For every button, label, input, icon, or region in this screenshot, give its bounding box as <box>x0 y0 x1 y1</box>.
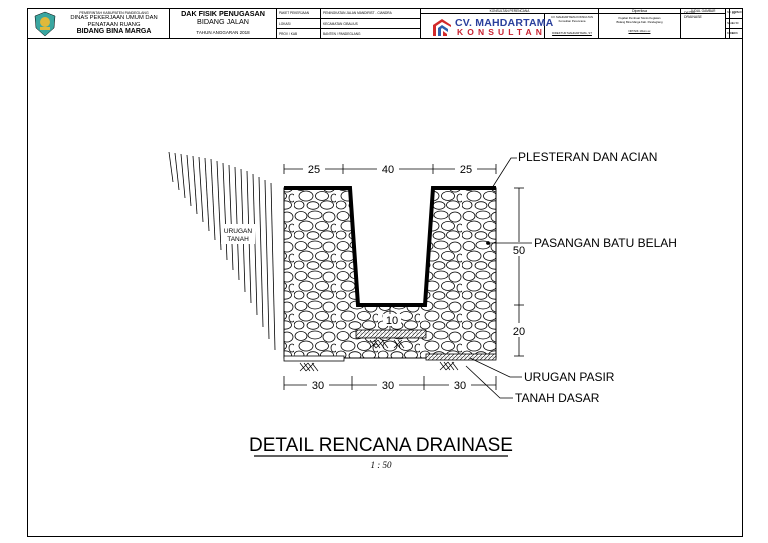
scale-value: 1 : 50 <box>732 22 739 25</box>
paket-value: PENINGKATAN JALAN MANDIRIST - CIANDRA <box>321 8 420 19</box>
dim-top-mid: 40 <box>382 164 394 176</box>
consultant-sign-sub: Konsultan Perencana <box>558 19 586 23</box>
prov-label: PROV / KAB <box>279 32 298 36</box>
label-sand-fill: URUGAN PASIR <box>524 370 615 384</box>
consultant-name-2: KONSULTAN <box>457 27 546 37</box>
title-block: PEMERINTAH KABUPATEN PANDEGLANG DINAS PE… <box>27 8 743 39</box>
sand-bed-center <box>355 329 427 339</box>
scale-label: SKALA <box>727 22 735 25</box>
consultant-name-1: CV. MAHDARTAMA <box>455 17 554 29</box>
sheet-no-value: 12 <box>732 11 736 15</box>
approved-name: NIP/NIK 19xxx-xx <box>628 29 651 33</box>
consultant-sign-title: CV. MAHDARTAMA KONSULTAN <box>550 15 594 19</box>
consultant-logo-icon <box>433 19 451 36</box>
title-block-sheet-values: 12 1 : 50 DRN <box>729 8 743 39</box>
title-block-field-values: PENINGKATAN JALAN MANDIRIST - CIANDRA KE… <box>321 8 421 39</box>
dim-top-right: 25 <box>460 164 472 176</box>
consultant-signature-area: CV. MAHDARTAMA KONSULTAN Konsultan Peren… <box>545 14 598 39</box>
dim-bottom-mid: 30 <box>382 380 394 392</box>
project-line-2: BIDANG JALAN <box>197 17 249 26</box>
project-line-1: DAK FISIK PENUGASAN <box>181 9 265 18</box>
title-block-approval: Diperiksa Pejabat Pembuat Teknis Kegiata… <box>599 8 681 39</box>
drawing-title: DETAIL RENCANA DRAINASE <box>249 435 513 456</box>
approved-header: Diperiksa <box>599 8 680 14</box>
gov-line-2: DINAS PEKERJAAN UMUM DAN <box>70 15 158 21</box>
base-slab-left <box>283 355 345 362</box>
gov-line-3: PENATAAN RUANG <box>87 21 141 28</box>
consultant-logo-area: CV. MAHDARTAMA KONSULTAN <box>421 14 553 39</box>
consultant-director: DIREKTUR MAHDARTAMA, ST <box>552 31 592 35</box>
approved-line-1: Pejabat Pembuat Teknis Kegiatan <box>618 16 661 20</box>
sheet-no-label: NO. LEMBAR <box>727 11 742 14</box>
title-block-consultant: KONSULTAN PERENCANA CV. MAHDARTAMA KONSU… <box>421 8 599 39</box>
gov-line-4: BIDANG BINA MARGA <box>76 28 152 35</box>
drawing-header: JUDUL GAMBAR <box>681 8 725 14</box>
label-plaster: PLESTERAN DAN ACIAN <box>518 150 657 164</box>
regency-emblem-icon <box>34 11 56 37</box>
native-ground-hatch <box>299 339 459 372</box>
title-block-drawing-name: JUDUL GAMBAR DETAIL DRAINASE <box>681 8 726 39</box>
drawing-scale: 1 : 50 <box>371 460 392 470</box>
approved-line-2: Bidang Bina Marga Kab. Pandeglang <box>616 20 663 24</box>
prov-value: BANTEN / PANDEGLANG <box>323 32 361 36</box>
annotation-leaders <box>465 157 532 399</box>
plaster-lining <box>284 186 496 307</box>
title-block-agency: PEMERINTAH KABUPATEN PANDEGLANG DINAS PE… <box>27 8 170 39</box>
dim-base-height: 20 <box>513 326 525 338</box>
dim-top-left: 25 <box>308 164 320 176</box>
code-value: DRN <box>732 32 738 35</box>
dim-wall-height: 50 <box>513 245 525 257</box>
fill-label-line-2: TANAH <box>227 236 249 243</box>
drawing-sheet-border <box>27 8 743 537</box>
gov-line-1: PEMERINTAH KABUPATEN PANDEGLANG <box>79 11 149 15</box>
soil-fill-hatch <box>168 151 276 351</box>
dim-bottom-right: 30 <box>454 380 466 392</box>
lokasi-value: KECAMATAN CIBALIUS <box>321 19 420 29</box>
code-label: KODE <box>727 32 734 35</box>
sand-bed-right <box>425 353 497 361</box>
title-block-sheet-info: NO. LEMBAR SKALA KODE <box>726 8 743 39</box>
paket-label: PAKET PEKERJAAN <box>277 8 320 19</box>
fill-label-line-1: URUGAN <box>224 228 252 235</box>
title-block-field-labels: PAKET PEKERJAAN LOKASI PROV / KAB <box>277 8 321 39</box>
dim-base-center: 10 <box>386 315 398 327</box>
dim-bottom-left: 30 <box>312 380 324 392</box>
consultant-header: KONSULTAN PERENCANA <box>421 8 598 14</box>
project-year: TAHUN ANGGARAN 2018 <box>196 30 250 35</box>
title-block-project: DAK FISIK PENUGASAN BIDANG JALAN TAHUN A… <box>170 8 277 39</box>
label-native-ground: TANAH DASAR <box>515 391 600 405</box>
label-stone-masonry: PASANGAN BATU BELAH <box>534 236 677 250</box>
lokasi-label: LOKASI <box>277 19 320 29</box>
drawing-title-line-2: DRAINASE <box>684 15 702 19</box>
